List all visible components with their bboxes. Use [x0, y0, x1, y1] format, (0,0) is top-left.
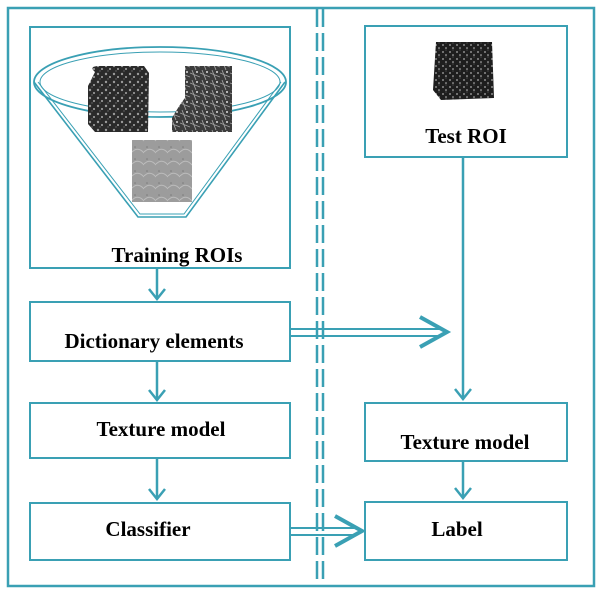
- training-roi-image-2: [172, 66, 232, 132]
- classifier-label: Classifier: [105, 517, 190, 541]
- test-roi-image: [433, 42, 494, 100]
- label-box: [364, 501, 568, 561]
- arrow-training-to-dictionary: [148, 268, 166, 302]
- training-rois-label: Training ROIs: [112, 243, 243, 267]
- arrow-dictionary-to-test: [290, 315, 452, 349]
- arrow-classifier-to-label: [290, 514, 367, 548]
- training-roi-image-3: [132, 140, 192, 202]
- arrow-dictionary-to-texture-model: [148, 361, 166, 403]
- outer-frame: [6, 6, 596, 588]
- arrow-test-roi-to-texture-model: [454, 157, 472, 402]
- arrow-texture-model-to-label: [454, 461, 472, 501]
- arrow-texture-model-to-classifier: [148, 458, 166, 502]
- texture-model-box-left: [29, 402, 291, 459]
- training-roi-image-1: [88, 66, 149, 132]
- dictionary-elements-box: [29, 301, 291, 362]
- funnel-illustration: [33, 46, 287, 218]
- texture-model-left-label: Texture model: [97, 417, 226, 441]
- test-roi-label: Test ROI: [425, 124, 507, 148]
- dictionary-elements-label: Dictionary elements: [64, 329, 243, 353]
- classifier-box: [29, 502, 291, 561]
- texture-model-box-right: [364, 402, 568, 462]
- label-box-label: Label: [431, 517, 483, 541]
- texture-model-right-label: Texture model: [401, 430, 530, 454]
